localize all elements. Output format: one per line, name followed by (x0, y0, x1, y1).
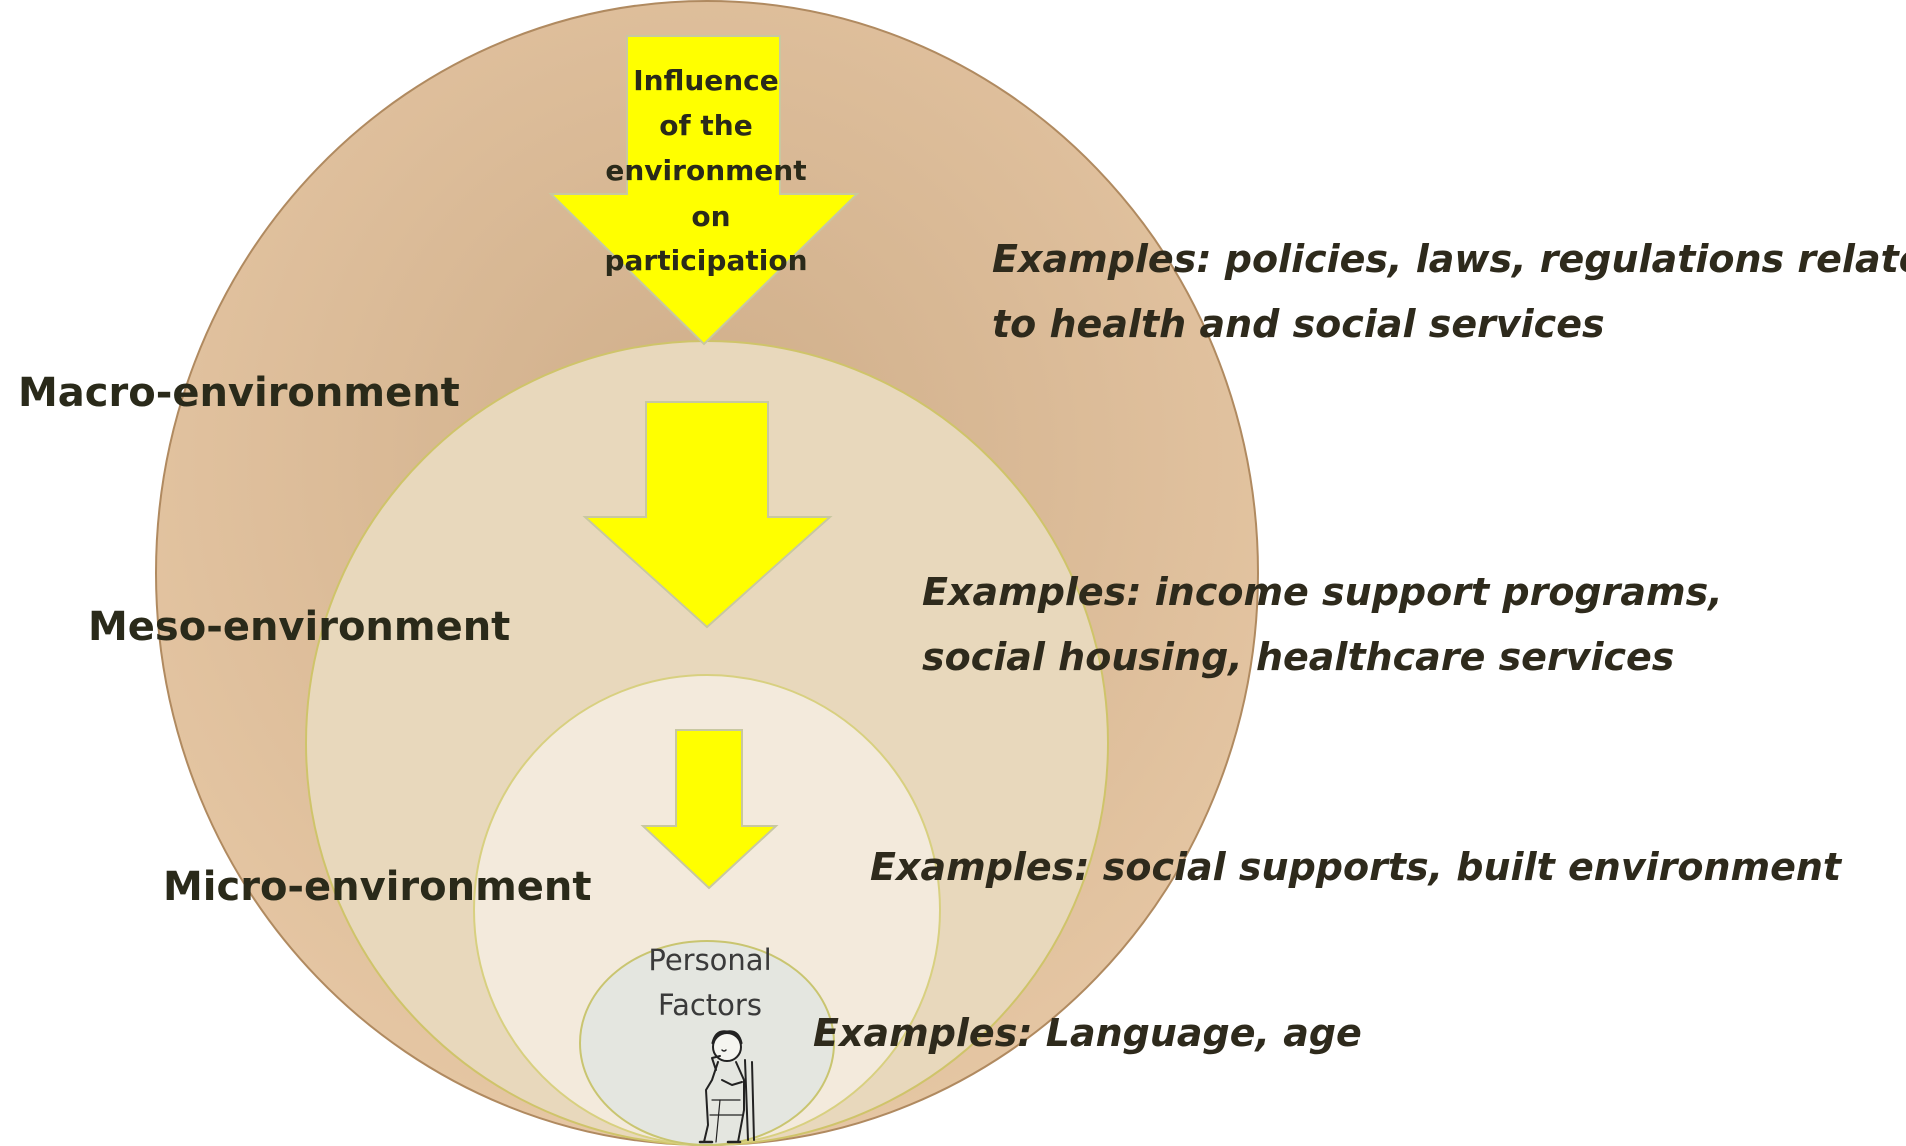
arrow-label-line3: environment (605, 154, 806, 187)
arrow-label-line2: of the (659, 109, 752, 142)
personal-examples-line1: Examples: Language, age (813, 1011, 1362, 1055)
personal-factors-label-line1: Personal (648, 943, 771, 977)
meso-down-arrow (582, 401, 833, 629)
macro-down-arrow (548, 35, 860, 346)
meso-examples-line1: Examples: income support programs, (922, 570, 1723, 614)
micro-down-arrow (640, 729, 779, 890)
arrow-label-line4: on (691, 200, 730, 233)
macro-examples-line2: to health and social services (992, 302, 1605, 346)
arrow-label-line5: participation (604, 244, 807, 277)
micro-environment-label: Micro-environment (163, 864, 592, 910)
macro-environment-label: Macro-environment (18, 370, 460, 416)
arrow-label-line1: Influence (633, 64, 779, 97)
seated-person-thinking-icon (698, 1030, 755, 1144)
meso-examples-line2: social housing, healthcare services (922, 635, 1674, 679)
personal-factors-circle (579, 940, 835, 1146)
meso-environment-label: Meso-environment (88, 604, 510, 650)
macro-examples-line1: Examples: policies, laws, regulations re… (992, 237, 1906, 281)
personal-factors-label-line2: Factors (658, 988, 762, 1022)
micro-examples-line1: Examples: social supports, built environ… (870, 845, 1843, 889)
